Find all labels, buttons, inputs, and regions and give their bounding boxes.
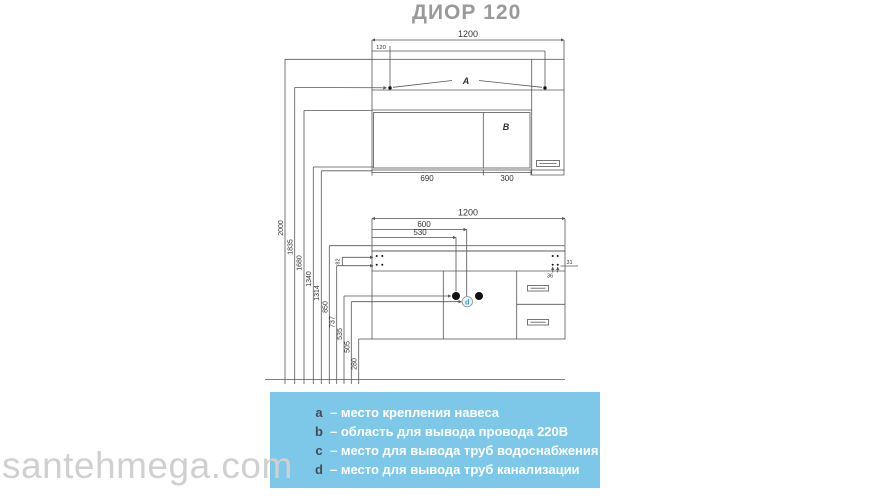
lower-width-dim: 1200 [458,208,478,218]
height-dim-850: 850 [322,301,329,313]
height-dim-1680: 1680 [297,255,304,271]
watermark: santehmega.com [2,445,293,486]
height-dim-1314: 1314 [314,285,321,301]
mount-point-label: A [462,76,470,86]
water-supply-point [475,292,483,300]
upper-width-dim: 1200 [458,29,478,39]
mirror-width-dim: 690 [420,174,434,183]
washbasin-cabinet-drawing: 1200 600 530 82 [336,208,578,340]
height-dim-280: 280 [352,358,359,370]
legend-item-d: d – место для вывода труб канализации [314,460,592,479]
legend-key: b [315,424,323,439]
drain-point [461,296,473,308]
legend-text: – место крепления навеса [330,405,499,420]
drawer-handle-bottom [527,319,549,326]
drawer-handle-top [527,285,549,292]
height-dim-2000: 2000 [278,220,285,236]
legend-item-a: a – место крепления навеса [314,403,592,422]
hanger-offset-dim: 36 [547,274,553,280]
legend-item-c: c – место для вывода труб водоснабжения [314,441,598,460]
height-dim-505: 505 [344,341,351,353]
hanger-gap-dim: 82 [336,258,342,264]
mount-point-right [543,86,547,90]
mount-point-left [388,86,392,90]
legend-key: a [315,405,323,420]
height-dim-1835: 1835 [288,239,295,255]
water-supply-point [452,292,460,300]
legend-key: c [315,443,323,458]
drain-point-label: d [465,298,470,307]
legend-text: – место для вывода труб канализации [330,462,580,477]
edge-offset-dim: 31 [566,260,572,266]
legend-panel: a – место крепления навеса b – область д… [270,392,600,488]
legend-text: – область для вывода провода 220В [330,424,569,439]
legend-key: d [315,462,323,477]
page-title: ДИОР 120 [412,1,522,24]
drain-offset-dim: 600 [417,220,431,229]
height-dim-535: 535 [337,328,344,340]
legend-text: – место для вывода труб водоснабжения [330,443,599,458]
height-dim-1340: 1340 [306,271,313,287]
shelf-width-dim: 300 [500,174,514,183]
mirror-cabinet-drawing: 1200 120 A B 690 30 [371,29,565,183]
height-dimensions: 2000 1835 1680 1340 1314 850 737 535 505… [265,58,565,384]
door-handle [536,160,560,167]
mount-offset-dim: 120 [376,45,386,51]
water-offset-dim: 530 [413,228,427,237]
legend-item-b: b – область для вывода провода 220В [314,422,592,441]
outlet-zone-label: B [503,122,510,132]
height-dim-737: 737 [330,316,337,328]
